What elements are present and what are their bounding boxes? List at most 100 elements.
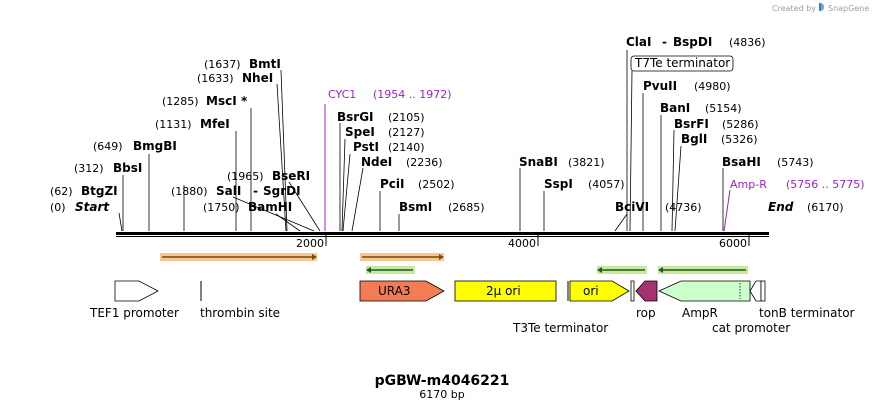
site-position: (3821) — [568, 156, 605, 169]
site-position: (1637) — [204, 58, 241, 71]
site-position: (2127) — [388, 126, 425, 139]
credit-text: Created by — [772, 4, 816, 13]
site-position: (2105) — [388, 111, 425, 124]
site-name: BmgBI — [133, 139, 177, 153]
site-position: (5743) — [777, 156, 814, 169]
rop-arrow — [635, 280, 658, 302]
thrombin-site-label: thrombin site — [200, 306, 280, 320]
site-name: SalI — [216, 184, 241, 198]
cyc1-range: (1954 .. 1972) — [373, 88, 452, 101]
site-name: BsaHI — [722, 155, 761, 169]
ampr-site-label: Amp-R — [730, 178, 767, 191]
site-name: NheI — [242, 71, 273, 85]
site-connectors — [118, 50, 724, 232]
site-position: (2685) — [448, 201, 485, 214]
site-name: BglI — [681, 132, 707, 146]
tonb-terminator-mark — [760, 280, 766, 302]
site-separator: - — [253, 184, 258, 198]
site-position: (5286) — [722, 118, 759, 131]
site-name: MfeI — [200, 117, 230, 131]
start-position: (0) — [50, 201, 66, 214]
site-name: BbsI — [113, 161, 142, 175]
site-position: (1131) — [155, 118, 192, 131]
site-position: (2236) — [406, 156, 443, 169]
site-position: (1965) — [227, 170, 264, 183]
primer-bind-green-3 — [658, 266, 748, 274]
site-position: (5326) — [721, 133, 758, 146]
ampr-arrow — [658, 280, 751, 302]
site-position: (2140) — [388, 141, 425, 154]
cat-promoter-label: cat promoter — [712, 321, 790, 335]
site-position: (4980) — [694, 80, 731, 93]
site-name: BsrGI — [337, 110, 374, 124]
ruler-tick-label: 6000 — [719, 237, 747, 250]
ura3-label: URA3 — [378, 284, 410, 298]
primer-bind-green-1 — [366, 266, 415, 274]
snapgene-logo-icon — [819, 3, 824, 11]
t7te-terminator-label: T7Te terminator — [634, 56, 730, 70]
site-position: (2502) — [418, 178, 455, 191]
tef1-promoter-arrow — [114, 280, 159, 302]
site-name: PstI — [353, 140, 379, 154]
site-name: SspI — [544, 177, 573, 191]
two-micron-ori-box — [454, 280, 557, 302]
site-name: BtgZI — [81, 184, 118, 198]
primer-bind-orange-1 — [160, 253, 317, 261]
cat-promoter-arrow — [749, 280, 762, 302]
site-name: BsrFI — [674, 117, 709, 131]
ura3-arrow — [359, 280, 445, 302]
site-position: (4836) — [729, 36, 766, 49]
site-position: (1750) — [203, 201, 240, 214]
site-position: (1285) — [162, 95, 199, 108]
site-name: BamHI — [248, 200, 292, 214]
ampr-site-connector — [723, 189, 731, 232]
tef1-promoter-label: TEF1 promoter — [89, 306, 179, 320]
t3te-terminator-label: T3Te terminator — [512, 321, 608, 335]
end-label: End — [768, 200, 794, 214]
site-name: ClaI — [626, 35, 651, 49]
tonb-terminator-label: tonB terminator — [759, 306, 855, 320]
site-name: BspDI — [673, 35, 712, 49]
brand-name: SnapGene — [828, 4, 869, 13]
two-micron-ori-label: 2μ ori — [486, 284, 521, 298]
site-position: (1880) — [171, 185, 208, 198]
end-position: (6170) — [807, 201, 844, 214]
ampr-label: AmpR — [682, 306, 718, 320]
site-name: PvuII — [643, 79, 677, 93]
ruler-tick-label: 2000 — [296, 237, 324, 250]
site-name: BciVI — [615, 200, 649, 214]
site-position: (4736) — [665, 201, 702, 214]
site-position: (62) — [50, 185, 73, 198]
plasmid-length: 6170 bp — [419, 388, 464, 401]
ori-arrow — [569, 280, 630, 302]
site-name: SnaBI — [519, 155, 558, 169]
sequence-line — [116, 232, 769, 235]
ruler-tick-label: 4000 — [508, 237, 536, 250]
t7te-terminator-mark — [630, 280, 635, 302]
start-label: Start — [75, 200, 110, 214]
site-name: PciI — [380, 177, 405, 191]
ruler-ticks — [325, 232, 750, 246]
site-position: (1633) — [197, 72, 234, 85]
site-name: BseRI — [272, 169, 310, 183]
site-position: (4057) — [588, 178, 625, 191]
site-separator: - — [662, 35, 667, 49]
site-name: BsmI — [399, 200, 432, 214]
ori-label: ori — [583, 284, 599, 298]
site-mark: * — [241, 94, 248, 108]
site-name: SpeI — [345, 125, 375, 139]
plasmid-name: pGBW-m4046221 — [375, 373, 510, 389]
site-name: MscI — [206, 94, 237, 108]
primer-bind-green-2 — [597, 266, 647, 274]
cyc1-label: CYC1 — [328, 88, 356, 101]
primer-bind-orange-2 — [360, 253, 444, 261]
site-position: (649) — [93, 140, 123, 153]
site-name: BmtI — [249, 57, 281, 71]
ampr-site-range: (5756 .. 5775) — [786, 178, 865, 191]
rop-label: rop — [636, 306, 656, 320]
site-name: BanI — [660, 101, 690, 115]
site-name: SgrDI — [263, 184, 301, 198]
site-position: (5154) — [705, 102, 742, 115]
site-name: NdeI — [361, 155, 392, 169]
